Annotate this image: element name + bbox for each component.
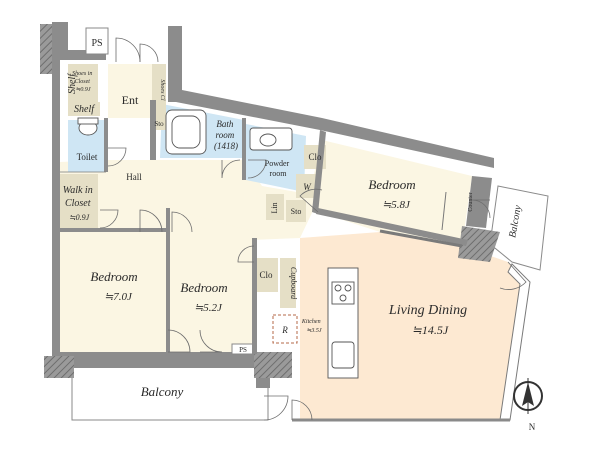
door-bedroom-west[interactable] [139, 209, 163, 233]
powder-sink [259, 133, 277, 147]
wall-bed-center-east [252, 238, 257, 354]
clo-bed-floor [254, 258, 278, 292]
north-label: N [529, 422, 536, 432]
wall-ent-bath [150, 100, 156, 160]
door-bed-center-south[interactable] [199, 329, 223, 353]
door-bath[interactable] [221, 159, 241, 179]
ent-label: Ent [122, 93, 139, 107]
door-bedroom-center[interactable] [171, 211, 193, 233]
shelf-label: Shelf [74, 104, 95, 115]
wall-toilet [104, 118, 108, 172]
walk-in-closet-label: Walk in Closet ≒0.9J [63, 185, 95, 222]
hob-burner-1 [334, 284, 342, 292]
wall-bed-divider [166, 208, 170, 354]
kitchen-label: Kitchen ≒3.5J [301, 319, 322, 334]
door-entrance[interactable] [115, 37, 141, 63]
wall-powder-bed [312, 130, 326, 214]
hob-burner-2 [344, 284, 352, 292]
door-powder[interactable] [247, 159, 267, 179]
fridge-space [272, 314, 298, 344]
shoes-closet-floor [68, 64, 98, 102]
ps-bottom-label: PS [239, 346, 247, 354]
bathtub-inner [171, 115, 201, 149]
bath-label: Bath room (1418) [214, 119, 238, 151]
hall-label: Hall [126, 172, 142, 182]
door-toilet[interactable] [107, 147, 127, 167]
wall-north-hatch [40, 24, 52, 74]
clo-bath-label: Clo [308, 152, 322, 162]
clo-bed-label: Clo [259, 270, 273, 280]
counter-label: Counter [468, 192, 474, 211]
wall-south-west [52, 352, 270, 388]
shelf-vertical-label: Shelf [67, 73, 78, 94]
lin-floor [266, 194, 284, 220]
door-east-balcony[interactable] [471, 199, 491, 219]
living-sash [379, 229, 463, 248]
door-bedroom-ne[interactable] [299, 188, 323, 213]
bedroom-west-label: Bedroom ≒7.0J [90, 268, 141, 303]
shelf-floor [68, 102, 100, 116]
hob-burner-3 [339, 294, 347, 302]
door-living-east[interactable] [499, 261, 527, 290]
toilet-tank [77, 117, 99, 125]
wall-bed-living [316, 208, 468, 246]
shoes-closet-label: Shoes in Closet ≒0.9J [72, 71, 94, 93]
shoes-cl-label: Shoes Cl [159, 79, 165, 101]
bedroom-west-floor [60, 232, 168, 352]
ps-top-box [85, 27, 109, 55]
wall-north-entry [52, 22, 106, 356]
door-bed-west-south[interactable] [167, 329, 191, 353]
sto-lin-floor [286, 200, 306, 222]
entrance-floor [108, 64, 152, 118]
w-label: W [303, 182, 312, 192]
wall-south-hatch [44, 356, 74, 378]
door-walk-in[interactable] [99, 209, 119, 229]
door-living-south[interactable] [291, 399, 313, 421]
walk-in-closet-floor [60, 174, 98, 228]
bedroom-center-floor [168, 208, 255, 352]
powder-label: Powder room [265, 159, 291, 178]
counter-strip [441, 191, 447, 231]
sto-ent-label: Sto [154, 120, 164, 128]
wall-northeast [168, 26, 494, 168]
sto-lin-label: Sto [291, 207, 302, 216]
r-label: R [281, 325, 288, 335]
wall-hall-south [60, 228, 170, 232]
bedroom-center-label: Bedroom ≒5.2J [180, 279, 231, 314]
toilet-floor [68, 120, 106, 172]
wall-mid-hatch [254, 352, 292, 378]
kitchen-sink [331, 341, 355, 369]
balcony-south-label: Balcony [141, 384, 184, 399]
door-clo-bed[interactable] [237, 245, 255, 263]
cupboard-floor [280, 258, 296, 308]
door-entrance-2[interactable] [139, 43, 159, 63]
ps-top-label: PS [91, 38, 102, 49]
wall-east-hatch [458, 226, 500, 262]
living-dining-label: Living Dining ≒14.5J [388, 301, 471, 337]
bedroom-ne-label: Bedroom ≒5.8J [368, 176, 419, 211]
cupboard-label: Cupboard [289, 267, 298, 300]
w-floor [296, 174, 318, 198]
toilet-label: Toilet [77, 152, 98, 162]
wall-bath-powder [242, 118, 246, 180]
lin-label: Lin [270, 202, 279, 213]
wall-east-bed [466, 176, 492, 228]
door-living-balcony[interactable] [263, 395, 289, 421]
